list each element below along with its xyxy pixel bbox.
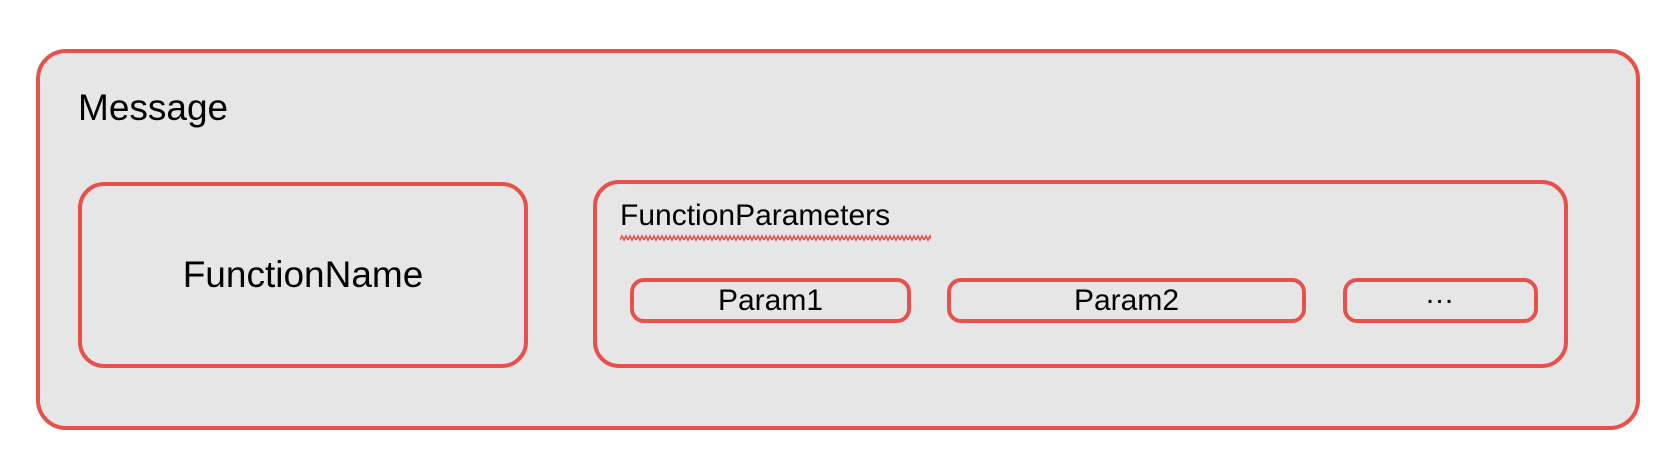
ellipsis-text: … <box>1424 276 1457 310</box>
param-block-1 <box>630 278 911 323</box>
message-title-label: Message <box>78 87 229 128</box>
spellcheck-squiggle-underline <box>620 234 931 242</box>
param-block-2 <box>947 278 1306 323</box>
function-name-label: FunctionName <box>182 254 424 295</box>
function-parameters-title-label: FunctionParameters <box>620 199 891 232</box>
param-label-ellipsis: … <box>1343 276 1538 323</box>
function-parameters-block <box>593 180 1568 368</box>
function-name-block <box>78 182 528 368</box>
param-block-ellipsis <box>1343 278 1538 323</box>
param-label-2: Param2 <box>1073 283 1180 317</box>
param-label-1: Param1 <box>717 283 824 317</box>
